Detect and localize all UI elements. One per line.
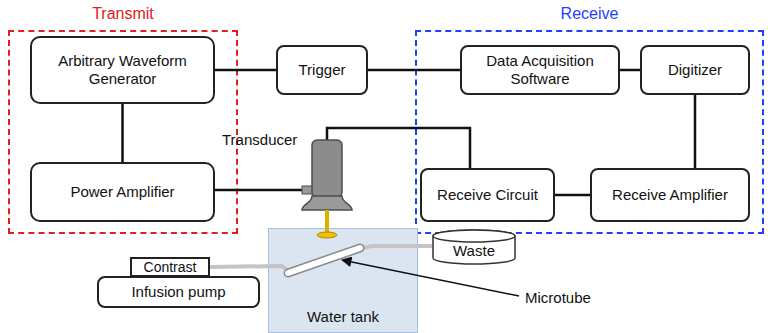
leader-line [342, 260, 519, 296]
process-box: Power Amplifier [30, 162, 215, 222]
part-label: Transducer [222, 131, 297, 149]
microtube-outline [288, 248, 360, 273]
process-box: Receive Amplifier [590, 168, 750, 222]
transducer-bell [302, 196, 352, 210]
receive-wire [327, 128, 470, 168]
signal-wire [121, 104, 124, 162]
node-label: Waste [453, 242, 495, 260]
process-box: Arbitrary Waveform Generator [30, 36, 215, 104]
transducer-body [312, 140, 342, 197]
signal-wire [555, 194, 590, 197]
node-label: Digitizer [668, 61, 722, 79]
cylinder-body [433, 230, 515, 264]
tubing [210, 246, 432, 272]
transmit-wire [215, 189, 303, 192]
group-heading: Receive [417, 4, 762, 23]
node-label: Trigger [299, 61, 346, 79]
signal-wire [215, 69, 276, 72]
part-label: Microtube [525, 289, 591, 307]
contrast-box: Contrast [130, 257, 210, 277]
process-box: Data Acquisition Software [460, 45, 620, 95]
node-label: Receive Amplifier [612, 186, 728, 204]
transducer-rod [325, 210, 329, 234]
pump-box: Infusion pump [97, 276, 260, 308]
group-heading: Transmit [10, 4, 236, 23]
node-label: Contrast [144, 260, 197, 274]
waste-container: Waste [432, 230, 516, 264]
transducer-element [317, 232, 337, 238]
signal-wire [368, 69, 460, 72]
node-label: Data Acquisition Software [470, 52, 610, 88]
receive-group: ReceiveData Acquisition SoftwareDigitize… [415, 30, 764, 234]
signal-wire [620, 69, 640, 72]
node-label: Receive Circuit [437, 186, 538, 204]
process-box: Receive Circuit [420, 168, 555, 222]
water-tank: Water tank [268, 228, 418, 333]
cylinder-top [433, 230, 515, 242]
node-label: Infusion pump [131, 283, 225, 301]
signal-wire [694, 95, 697, 168]
node-label: Power Amplifier [70, 183, 174, 201]
process-box: Trigger [276, 45, 368, 95]
microtube [288, 248, 360, 273]
node-label: Arbitrary Waveform Generator [40, 52, 205, 88]
process-box: Digitizer [640, 45, 750, 95]
node-label: Water tank [307, 308, 379, 326]
